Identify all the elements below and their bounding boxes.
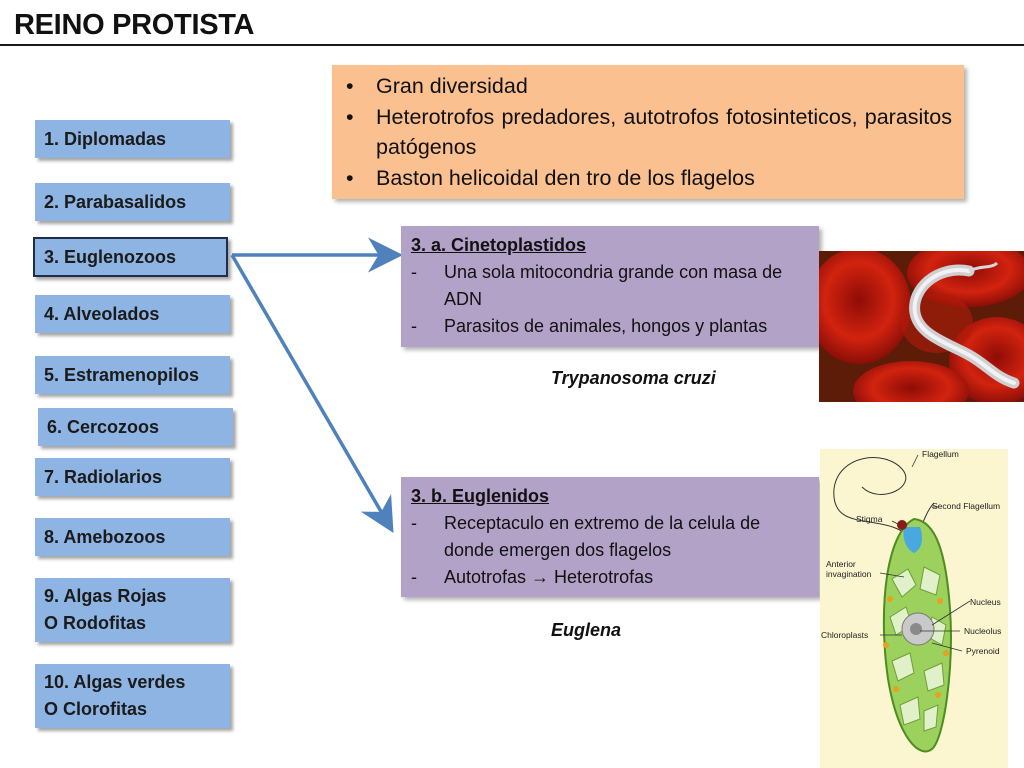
trypanosoma-image — [819, 251, 1024, 402]
nav-item-estramenopilos[interactable]: 5. Estramenopilos — [35, 356, 230, 394]
summary-bullet: Heterotrofos predadores, autotrofos foto… — [340, 102, 952, 163]
nav-item-label: 8. Amebozoos — [44, 526, 166, 547]
nav-item-algas-verdes[interactable]: 10. Algas verdes O Clorofitas — [35, 664, 230, 728]
euglenidos-box: 3. b. Euglenidos Receptaculo en extremo … — [401, 477, 819, 597]
diagram-label-second-flagellum: Second Flagellum — [932, 501, 1000, 511]
diagram-label-pyrenoid: Pyrenoid — [966, 646, 1000, 656]
arrow-to-euglenidos — [230, 254, 394, 534]
nav-item-label: 10. Algas verdes O Clorofitas — [44, 672, 186, 719]
nav-item-diplomadas[interactable]: 1. Diplomadas — [35, 120, 230, 158]
diagram-label-stigma: Stigma — [856, 514, 883, 524]
nav-item-amebozoos[interactable]: 8. Amebozoos — [35, 518, 230, 556]
nav-item-label: 5. Estramenopilos — [44, 364, 200, 385]
summary-bullet: Baston helicoidal den tro de los flagelo… — [340, 163, 952, 194]
nav-item-alveolados[interactable]: 4. Alveolados — [35, 295, 230, 333]
diagram-label-flagellum: Flagellum — [922, 449, 959, 459]
diagram-label-nucleus: Nucleus — [970, 597, 1001, 607]
page-title: REINO PROTISTA — [14, 9, 255, 41]
cinetoplastidos-item: Una sola mitocondria grande con masa de … — [411, 259, 811, 313]
trypanosoma-caption: Trypanosoma cruzi — [551, 368, 716, 388]
euglenidos-item: Autotrofas → Heterotrofas — [411, 564, 811, 591]
cinetoplastidos-box: 3. a. Cinetoplastidos Una sola mitocondr… — [401, 226, 819, 347]
cinetoplastidos-heading: 3. a. Cinetoplastidos — [411, 235, 587, 255]
nav-item-radiolarios[interactable]: 7. Radiolarios — [35, 458, 230, 496]
euglena-diagram: Flagellum Second Flagellum Stigma Anteri… — [820, 449, 1008, 768]
nav-item-label: 4. Alveolados — [44, 303, 160, 324]
nav-item-label: 2. Parabasalidos — [44, 191, 187, 212]
title-divider — [0, 44, 1024, 46]
nav-item-label: 3. Euglenozoos — [44, 246, 177, 267]
summary-list: Gran diversidad Heterotrofos predadores,… — [340, 71, 952, 193]
summary-box: Gran diversidad Heterotrofos predadores,… — [332, 65, 964, 199]
diagram-label-invagination: invagination — [826, 569, 872, 579]
nav-item-label: 1. Diplomadas — [44, 128, 167, 149]
nav-item-label: 6. Cercozoos — [47, 416, 160, 437]
nav-item-cercozoos[interactable]: 6. Cercozoos — [38, 408, 233, 446]
diagram-label-chloroplasts: Chloroplasts — [821, 630, 868, 640]
nav-item-parabasalidos[interactable]: 2. Parabasalidos — [35, 183, 230, 221]
nav-item-label: 7. Radiolarios — [44, 466, 163, 487]
cinetoplastidos-item: Parasitos de animales, hongos y plantas — [411, 313, 811, 340]
summary-bullet: Gran diversidad — [340, 71, 952, 102]
nav-item-euglenozoos[interactable]: 3. Euglenozoos — [33, 237, 228, 277]
euglenidos-heading: 3. b. Euglenidos — [411, 486, 550, 506]
euglena-caption: Euglena — [551, 620, 622, 640]
nav-item-label: 9. Algas Rojas O Rodofitas — [44, 586, 167, 633]
diagram-label-nucleolus: Nucleolus — [964, 626, 1001, 636]
diagram-label-anterior: Anterior — [826, 559, 856, 569]
euglenidos-item: Receptaculo en extremo de la celula de d… — [411, 510, 811, 564]
nav-item-algas-rojas[interactable]: 9. Algas Rojas O Rodofitas — [35, 578, 230, 642]
